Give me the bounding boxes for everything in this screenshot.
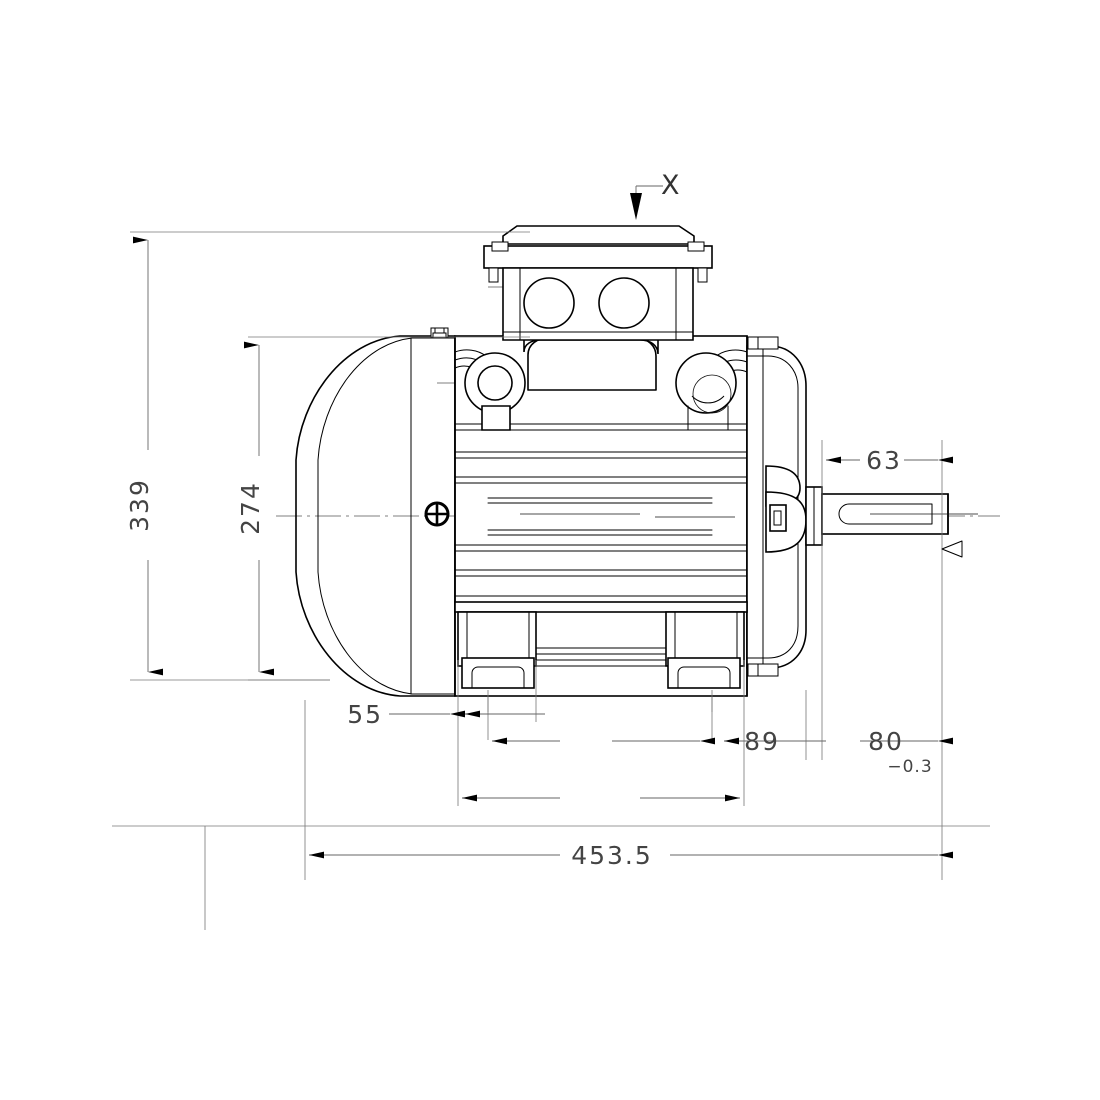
datum-triangle-marker [941,540,963,558]
mounting-feet [454,601,748,697]
dimension-overall-height: 339 [125,231,530,681]
dimension-label-274: 274 [236,481,265,535]
dimension-55: 55 [347,700,545,729]
view-arrow-x: X [630,170,680,220]
dimension-63: 63 [826,446,953,475]
dimension-453-5: 453.5 [309,841,953,870]
dimension-label-453-5: 453.5 [571,841,653,870]
lifting-eye-right [675,349,748,431]
fan-cowl [295,335,456,697]
ground-terminal-icon [424,501,450,527]
view-label-x: X [661,170,680,201]
dimension-label-63: 63 [866,446,902,475]
dimension-89: 89 [612,727,810,756]
shaft-flange [805,486,823,546]
lifting-eye-left [454,349,748,431]
ground-baseline [112,825,990,930]
cowl-lug [430,327,449,339]
dimension-80: 80 −0.3 [806,727,953,777]
drive-end-housing [746,336,807,677]
output-shaft [821,493,978,535]
dimension-shaft-height: 274 [236,336,530,681]
cooling-fins [454,423,748,603]
dimension-label-55: 55 [347,700,383,729]
dimension-label-339: 339 [125,478,154,532]
dimension-tolerance-80: −0.3 [887,757,932,777]
terminal-box [483,225,713,341]
dimension-label-89: 89 [744,727,780,756]
dimension-label-80: 80 [868,727,904,756]
bottom-extension-lines [304,440,943,880]
